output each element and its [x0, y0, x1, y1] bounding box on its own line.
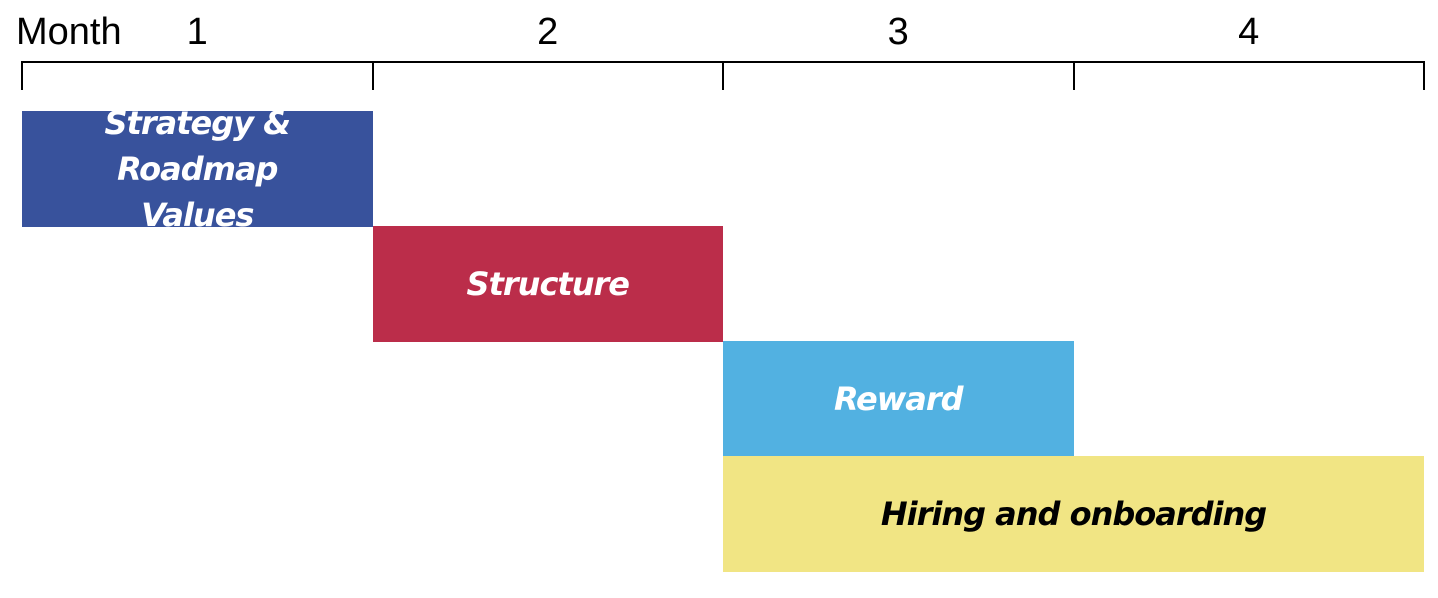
month-label: 1	[186, 11, 208, 53]
task-label: Structure	[466, 265, 630, 303]
axis-tick	[21, 61, 23, 90]
month-label: 3	[887, 11, 909, 53]
axis-tick	[722, 61, 724, 90]
task-label: Strategy & Roadmap Values	[104, 104, 291, 234]
axis-title: Month	[16, 11, 122, 53]
axis-tick	[371, 61, 374, 90]
task-label: Reward	[833, 380, 964, 418]
axis-tick	[1072, 61, 1075, 90]
task-label: Hiring and onboarding	[880, 495, 1267, 533]
month-label: 2	[537, 11, 559, 53]
task-bar: Structure	[372, 226, 723, 342]
task-bar: Hiring and onboarding	[723, 456, 1424, 572]
axis-tick	[1423, 61, 1425, 90]
task-bar: Reward	[723, 341, 1074, 457]
task-bar: Strategy & Roadmap Values	[22, 104, 373, 234]
month-label: 4	[1238, 11, 1260, 53]
